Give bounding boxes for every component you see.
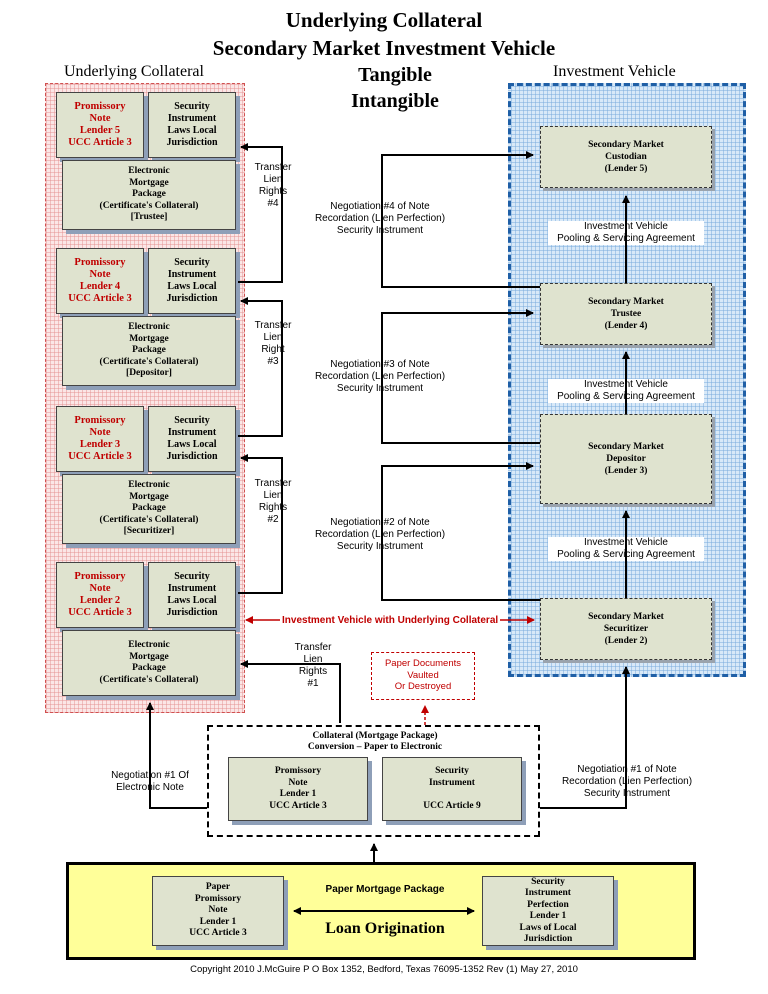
electronic-mortgage-package-securitizer: Electronic Mortgage Package (Certificate… [62,474,236,544]
promissory-note-lender3: Promissory Note Lender 3 UCC Article 3 [56,406,144,472]
promissory-note-lender5: Promissory Note Lender 5 UCC Article 3 [56,92,144,158]
promissory-note-lender4: Promissory Note Lender 4 UCC Article 3 [56,248,144,314]
intangible-label: Intangible [351,90,439,112]
investment-vehicle-label: Investment Vehicle [553,63,676,80]
security-instrument-lender5: Security Instrument Laws Local Jurisdict… [148,92,236,158]
paper-documents-vaulted-box: Paper Documents Vaulted Or Destroyed [371,652,475,700]
loan-origination-label: Loan Origination [325,920,445,937]
tangible-label: Tangible [358,64,432,86]
secondary-market-trustee: Secondary Market Trustee (Lender 4) [540,283,712,345]
secondary-market-securitizer: Secondary Market Securitizer (Lender 2) [540,598,712,660]
promissory-note-lender1: Promissory Note Lender 1 UCC Article 3 [228,757,368,821]
transfer-lien-rights-1: Transfer Lien Rights #1 [294,642,332,689]
electronic-mortgage-package-depositor: Electronic Mortgage Package (Certificate… [62,316,236,386]
secondary-market-depositor: Secondary Market Depositor (Lender 3) [540,414,712,504]
security-instrument-lender4: Security Instrument Laws Local Jurisdict… [148,248,236,314]
negotiation-1-electronic-label: Negotiation #1 Of Electronic Note [111,770,189,793]
underlying-collateral-label: Underlying Collateral [64,63,204,80]
diagram-title-line1: Underlying Collateral [285,8,483,32]
negotiation-1-note-label: Negotiation #1 of Note Recordation (Lien… [561,764,693,799]
electronic-mortgage-package-trustee: Electronic Mortgage Package (Certificate… [62,160,236,230]
security-instrument-ucc9: Security Instrument UCC Article 9 [382,757,522,821]
transfer-lien-right-3: Transfer Lien Right #3 [254,320,292,367]
secondary-market-custodian: Secondary Market Custodian (Lender 5) [540,126,712,188]
security-instrument-lender3: Security Instrument Laws Local Jurisdict… [148,406,236,472]
conversion-title: Collateral (Mortgage Package) Conversion… [307,731,443,752]
transfer-lien-rights-2: Transfer Lien Rights #2 [254,478,292,525]
transfer-lien-rights-4: Transfer Lien Rights #4 [254,162,292,209]
promissory-note-lender2: Promissory Note Lender 2 UCC Article 3 [56,562,144,628]
security-instrument-lender2: Security Instrument Laws Local Jurisdict… [148,562,236,628]
investment-vehicle-link-label: Investment Vehicle with Underlying Colla… [282,615,499,626]
diagram-title-line2: Secondary Market Investment Vehicle [212,36,556,60]
electronic-mortgage-package: Electronic Mortgage Package (Certificate… [62,630,236,696]
paper-promissory-note: Paper Promissory Note Lender 1 UCC Artic… [152,876,284,946]
copyright-line: Copyright 2010 J.McGuire P O Box 1352, B… [190,964,578,975]
paper-security-instrument: Security Instrument Perfection Lender 1 … [482,876,614,946]
collateral-conversion-box [207,725,540,837]
paper-mortgage-package-label: Paper Mortgage Package [325,884,445,895]
